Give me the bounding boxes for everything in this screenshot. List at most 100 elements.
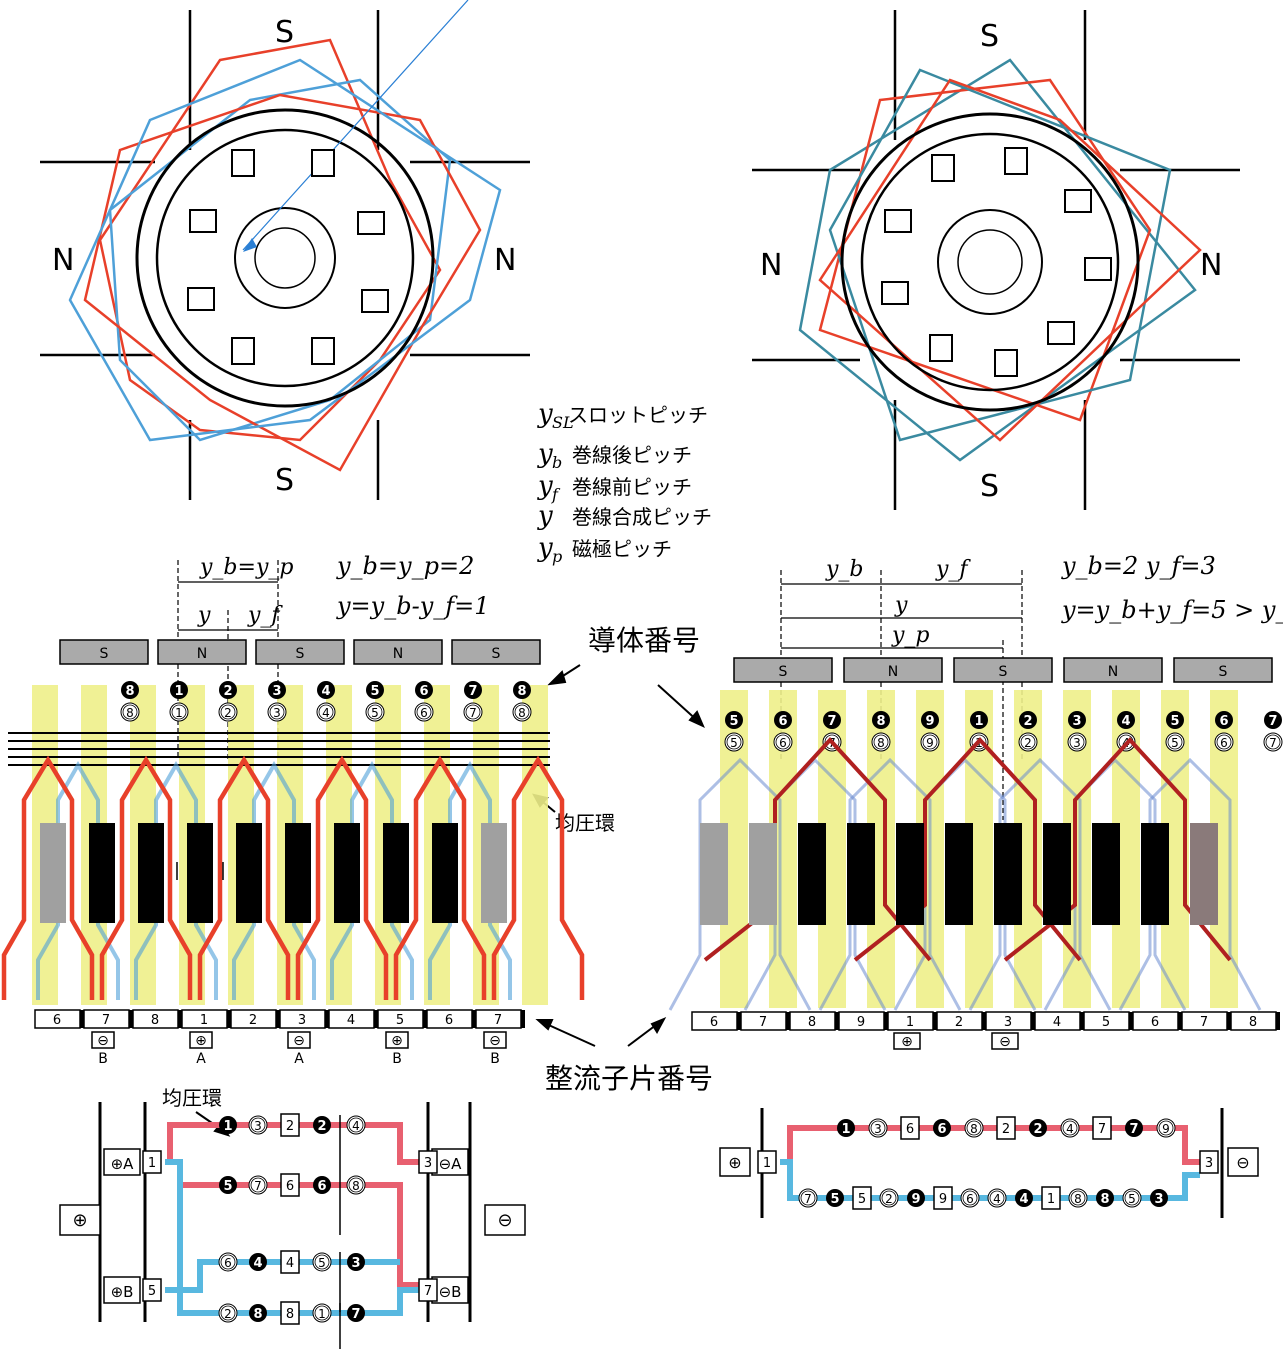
left-conductor-bottom: 5 bbox=[371, 706, 379, 720]
left-circuit-row3-item-inner bbox=[220, 1305, 236, 1321]
left-conductor-bottom: 3 bbox=[273, 706, 281, 720]
right-conductor-bottom-ring bbox=[1067, 732, 1087, 752]
left-commutator-number: 2 bbox=[249, 1013, 257, 1028]
left-commutator-number: 1 bbox=[200, 1013, 208, 1028]
left-circuit-row2-item-ring bbox=[312, 1252, 332, 1272]
right-circuit-top-item: 7 bbox=[1129, 1122, 1138, 1137]
left-circuit-row0-item: 4 bbox=[352, 1119, 360, 1133]
right-conductor-bottom-inner bbox=[775, 734, 791, 750]
left-circuit-row3-item-disc bbox=[347, 1304, 365, 1322]
right-circuit-top-item-inner bbox=[870, 1120, 886, 1136]
right-conductor-bottom-ring bbox=[871, 732, 891, 752]
left-circuit-seg-neg-b: 7 bbox=[424, 1284, 432, 1299]
right-circuit-top-item: 2 bbox=[1033, 1122, 1042, 1137]
right-commutator-mica bbox=[1129, 1012, 1133, 1030]
left-circuit-row1-item-disc bbox=[219, 1176, 237, 1194]
pole-label-s-top-right: S bbox=[980, 19, 999, 54]
left-circuit-row3-item-box bbox=[280, 1301, 300, 1325]
left-circuit-seg-pos-b: 5 bbox=[148, 1284, 156, 1299]
right-circuit-seg-pos: 1 bbox=[763, 1156, 771, 1171]
right-conductor-bottom-inner bbox=[922, 734, 938, 750]
left-circuit-row1-item-inner bbox=[348, 1177, 364, 1193]
left-circuit-brush-label-0: ⊕A bbox=[111, 1155, 135, 1173]
right-conductor-top: 1 bbox=[974, 714, 983, 729]
left-pole-label: S bbox=[492, 646, 501, 662]
left-pole-label: N bbox=[393, 646, 403, 662]
left-circuit-row0-item: 2 bbox=[286, 1119, 294, 1134]
right-circuit-top-item-disc bbox=[837, 1119, 855, 1137]
left-circuit-row0-item-ring bbox=[346, 1115, 366, 1135]
left-dim-yb-yp: y_b=y_p bbox=[199, 555, 293, 580]
right-conductor-top: 3 bbox=[1072, 714, 1081, 729]
left-conductor-top-disc bbox=[415, 681, 433, 699]
left-conductor-top-disc bbox=[464, 681, 482, 699]
left-circuit-seg-pos-a-box bbox=[142, 1150, 162, 1174]
right-conductor-bottom-inner bbox=[824, 734, 840, 750]
left-conductor-top-disc bbox=[268, 681, 286, 699]
right-pole-box bbox=[953, 657, 1053, 683]
right-coil-red bbox=[853, 737, 1082, 962]
left-slot-bar bbox=[236, 823, 262, 923]
right-slot-bar bbox=[847, 823, 875, 925]
left-coil-blue bbox=[428, 760, 512, 1000]
left-slot-bar bbox=[285, 823, 311, 923]
right-circuit-bottom-item-ring bbox=[798, 1188, 818, 1208]
right-circuit-bottom-item: 3 bbox=[1154, 1192, 1163, 1207]
left-conductor-top: 5 bbox=[370, 684, 379, 699]
right-pole-box bbox=[1063, 657, 1163, 683]
right-circuit-top-item-ring bbox=[1156, 1118, 1176, 1138]
right-pole-label: S bbox=[999, 664, 1008, 680]
legend-sub-1: b bbox=[552, 453, 562, 472]
right-conductor-bottom-ring bbox=[724, 732, 744, 752]
right-commutator-number: 3 bbox=[1004, 1015, 1012, 1030]
pole-label-n-right: N bbox=[1200, 248, 1222, 283]
left-conductor-bottom-inner bbox=[171, 704, 187, 720]
left-conductor-top: 1 bbox=[174, 684, 183, 699]
right-circuit-bottom-item: 8 bbox=[1074, 1192, 1082, 1206]
left-conductor-top: 8 bbox=[125, 684, 134, 699]
right-coil-red bbox=[1003, 737, 1232, 962]
right-coil-blue bbox=[668, 757, 812, 1011]
right-commutator-number: 8 bbox=[808, 1015, 816, 1030]
right-circuit-top-item-ring bbox=[868, 1118, 888, 1138]
right-conductor-bottom-ring bbox=[1214, 732, 1234, 752]
right-formulas: y_b=2 y_f=3 y=y_b+y_f=5 > y_p bbox=[1061, 552, 1283, 624]
right-circuit-top-item-box bbox=[900, 1116, 920, 1140]
left-circuit-seg-neg-a-box bbox=[418, 1150, 438, 1174]
right-circuit-bottom-item-inner bbox=[1124, 1190, 1140, 1206]
right-conductor-bottom-inner bbox=[971, 734, 987, 750]
right-conductor-top-disc bbox=[1166, 711, 1184, 729]
right-circuit-top-item-box bbox=[1092, 1116, 1112, 1140]
right-circuit-bottom-item-ring bbox=[879, 1188, 899, 1208]
right-conductor-top-disc bbox=[1215, 711, 1233, 729]
right-circuit-bottom-item-inner bbox=[962, 1190, 978, 1206]
right-circuit-bottom-item-ring bbox=[1122, 1188, 1142, 1208]
right-conductor-top-disc bbox=[921, 711, 939, 729]
pole-label-s-bottom-right: S bbox=[980, 469, 999, 504]
left-pole-pieces bbox=[40, 10, 530, 500]
right-conductor-bottom-inner bbox=[1265, 734, 1281, 750]
right-commutator-mica bbox=[1227, 1012, 1231, 1030]
right-circuit-bottom-item-disc bbox=[826, 1189, 844, 1207]
left-coil-red bbox=[393, 755, 487, 1000]
left-brush-label: B bbox=[392, 1051, 402, 1067]
left-circuit-row0-item: 2 bbox=[317, 1119, 326, 1134]
left-circuit-row2-item-box bbox=[280, 1250, 300, 1274]
left-conductor-top-disc bbox=[170, 681, 188, 699]
left-coil-blue bbox=[134, 760, 218, 1000]
right-conductor-top-disc bbox=[1117, 711, 1135, 729]
right-circuit-top-item: 6 bbox=[937, 1122, 946, 1137]
left-conductor-bottom-inner bbox=[367, 704, 383, 720]
right-pole-box bbox=[733, 657, 833, 683]
left-conductor-top: 2 bbox=[223, 684, 232, 699]
right-commutator-number: 6 bbox=[710, 1015, 718, 1030]
left-brush-sign: ⊖ bbox=[293, 1033, 305, 1049]
right-circuit-bottom-item-ring bbox=[987, 1188, 1007, 1208]
right-coil-blue bbox=[1118, 757, 1262, 1011]
legend-symbol-0: y bbox=[537, 399, 553, 429]
left-conductor-bottom-ring bbox=[316, 702, 336, 722]
right-circuit-bottom-item-ring bbox=[1068, 1188, 1088, 1208]
pole-label-s-bottom-left: S bbox=[275, 463, 294, 498]
